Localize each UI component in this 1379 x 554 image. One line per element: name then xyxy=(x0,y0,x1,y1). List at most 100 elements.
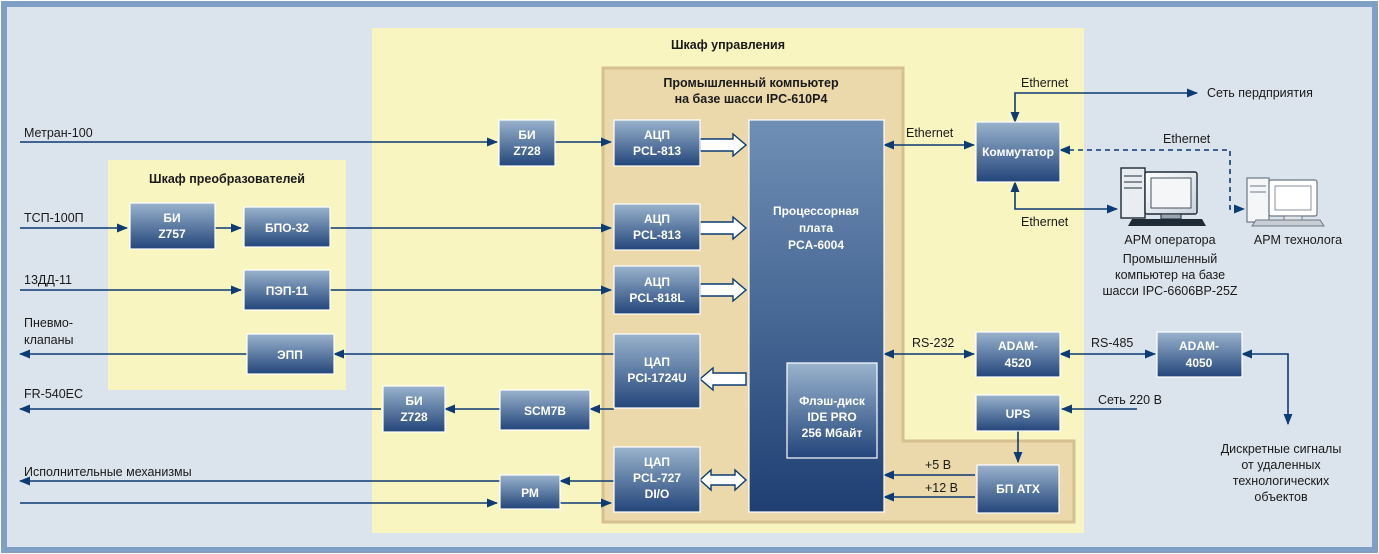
adam4050-block[interactable] xyxy=(1156,331,1243,378)
bpo32-block[interactable] xyxy=(243,206,331,248)
adc2-l2: PCL-813 xyxy=(633,228,681,242)
bus-arrow-adc2 xyxy=(699,215,748,241)
discrete-signals-label-2: от удаленных xyxy=(1241,458,1321,472)
bi-z728-top-block[interactable] xyxy=(498,119,556,167)
adc1-l2: PCL-813 xyxy=(633,144,681,158)
adam4520-block[interactable] xyxy=(975,331,1061,378)
flash-l3: 256 Мбайт xyxy=(802,426,863,440)
discrete-signals-label-1: Дискретные сигналы xyxy=(1221,442,1342,456)
computer-title-line1: Промышленный компьютер xyxy=(663,76,839,90)
adc3-l1: АЦП xyxy=(644,275,670,289)
switch-l1: Коммутатор xyxy=(982,145,1054,159)
scm7b-block[interactable] xyxy=(499,389,591,431)
operator-pc-label-3: шасси IPC-6606BP-25Z xyxy=(1102,284,1237,298)
adc1-l1: АЦП xyxy=(644,128,670,142)
cpu-l2: плата xyxy=(799,221,833,235)
technologist-workstation-icon[interactable] xyxy=(1246,177,1325,227)
rm-l1: РМ xyxy=(521,486,539,500)
plus5-label: +5 В xyxy=(925,458,951,472)
bi-z757-l1: БИ xyxy=(163,211,180,225)
input-tsp-label: ТСП-100П xyxy=(24,211,84,225)
rs485-label: RS-485 xyxy=(1091,336,1133,350)
bi-z757-block[interactable] xyxy=(129,202,216,250)
bus-arrow-adc3 xyxy=(699,277,748,303)
psu-block[interactable] xyxy=(976,464,1060,514)
ups-l1: UPS xyxy=(1006,407,1031,421)
labels: Метран-100 ТСП-100П 13ДД-11 Пневмо- клап… xyxy=(24,76,1342,504)
adc2-block[interactable] xyxy=(613,203,701,251)
bus-arrow-dac2 xyxy=(698,468,748,492)
bi-z728-bottom-l1: БИ xyxy=(405,394,422,408)
dac2-l1: ЦАП xyxy=(644,455,670,469)
operator-pc-label-1: Промышленный xyxy=(1123,252,1218,266)
adam4050-l2: 4050 xyxy=(1186,356,1213,370)
flash-l2: IDE PRO xyxy=(807,410,856,424)
epp-block[interactable] xyxy=(246,333,335,375)
scm7b-l1: SCM7B xyxy=(524,404,566,418)
cpu-l3: PCA-6004 xyxy=(788,238,844,252)
technologist-ethernet-line xyxy=(1058,145,1246,214)
ethernet-cpu-label: Ethernet xyxy=(906,126,954,140)
ethernet-top-label: Ethernet xyxy=(1021,76,1069,90)
discrete-signals-label-3: технологических xyxy=(1233,474,1330,488)
bpo32-l1: БПО-32 xyxy=(265,221,309,235)
epp-l1: ЭПП xyxy=(277,348,303,362)
adc3-l2: PCL-818L xyxy=(629,291,684,305)
flash-l1: Флэш-диск xyxy=(799,394,866,408)
adc1-block[interactable] xyxy=(613,119,701,167)
adc3-block[interactable] xyxy=(613,265,701,315)
psu-l1: БП ATX xyxy=(996,482,1040,496)
adam4520-l1: ADAM- xyxy=(998,339,1038,353)
converters-cabinet-title: Шкаф преобразователей xyxy=(149,172,305,186)
operator-workstation-icon[interactable] xyxy=(1120,167,1206,226)
actuators-label: Исполнительные механизмы xyxy=(24,465,192,479)
bi-z728-bottom-l2: Z728 xyxy=(400,410,428,424)
enterprise-network-label: Сеть перд­приятия xyxy=(1207,86,1313,100)
dac2-l3: DI/O xyxy=(645,487,670,501)
pep11-l1: ПЭП-11 xyxy=(266,284,309,298)
adam4050-l1: ADAM- xyxy=(1179,339,1219,353)
bus-arrow-dac1 xyxy=(698,366,747,392)
bi-z728-top-l1: БИ xyxy=(518,128,535,142)
rm-block[interactable] xyxy=(499,474,561,510)
pep11-block[interactable] xyxy=(243,269,331,311)
cpu-l1: Процессорная xyxy=(773,204,859,218)
dac1-block[interactable] xyxy=(613,333,701,409)
dac2-block[interactable] xyxy=(613,446,701,513)
blocks: БИ Z728 АЦП PCL-813 АЦП PCL-813 АЦП PCL-… xyxy=(129,119,1243,514)
output-valves-label-1: Пневмо- xyxy=(24,316,73,330)
operator-pc-label-2: компьютер на базе xyxy=(1115,268,1225,282)
rs232-label: RS-232 xyxy=(912,336,954,350)
arm-technologist-label: АРМ технолога xyxy=(1254,233,1342,247)
dac1-l1: ЦАП xyxy=(644,355,670,369)
adam4520-l2: 4520 xyxy=(1005,356,1032,370)
signal-lines xyxy=(18,88,1293,508)
computer-title-line2: на базе шасси IPC-610P4 xyxy=(675,92,828,106)
bus-arrows xyxy=(698,132,748,492)
adc2-l1: АЦП xyxy=(644,212,670,226)
flash-disk-block[interactable] xyxy=(786,362,878,459)
control-cabinet-title: Шкаф управления xyxy=(671,38,785,52)
arm-operator-label: АРМ оператора xyxy=(1124,233,1215,247)
dac1-l2: PCI-1724U xyxy=(627,371,686,385)
ups-block[interactable] xyxy=(975,394,1061,432)
bi-z757-l2: Z757 xyxy=(158,227,186,241)
input-dd-label: 13ДД-11 xyxy=(24,273,72,287)
input-metran-label: Метран-100 xyxy=(24,126,93,140)
bus-arrow-adc1 xyxy=(699,132,748,158)
ethernet-bottom-label: Ethernet xyxy=(1021,215,1069,229)
ethernet-dashed-label: Ethernet xyxy=(1163,132,1211,146)
discrete-signals-label-4: объектов xyxy=(1254,490,1308,504)
switch-block[interactable] xyxy=(975,121,1061,183)
bi-z728-bottom-block[interactable] xyxy=(382,385,446,433)
bi-z728-top-l2: Z728 xyxy=(513,144,541,158)
dac2-l2: PCL-727 xyxy=(633,471,681,485)
output-fr-label: FR-540EC xyxy=(24,387,83,401)
discrete-signals-line xyxy=(1240,349,1293,426)
plus12-label: +12 В xyxy=(925,481,958,495)
mains-label: Сеть 220 В xyxy=(1098,393,1162,407)
enterprise-network-line xyxy=(1010,88,1199,124)
output-valves-label-2: клапаны xyxy=(24,333,73,347)
